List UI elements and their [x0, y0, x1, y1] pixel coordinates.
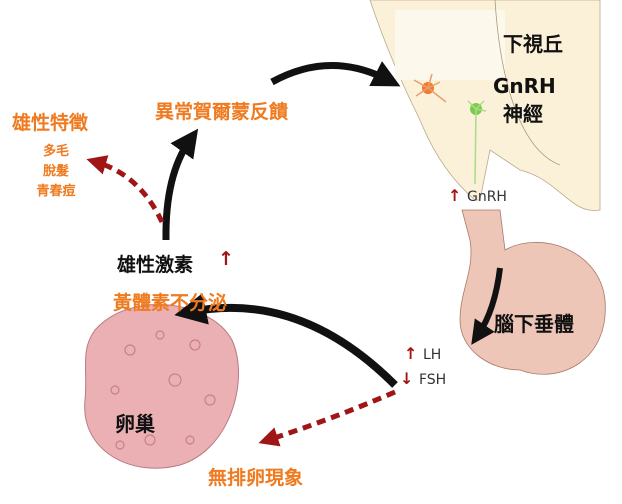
symptom-hirsutism: 多毛 — [42, 144, 69, 159]
label-ovary: 卵巢 — [115, 412, 155, 436]
up-arrow-icon: ↑ — [218, 248, 234, 270]
label-pituitary: 腦下垂體 — [494, 312, 574, 336]
up-arrow-icon: ↑ — [448, 186, 462, 205]
label-gnrh-neuron: GnRH — [493, 74, 556, 98]
label-no-progesterone: 黃體素不分泌 — [113, 292, 228, 314]
ovary-follicles — [110, 330, 216, 450]
orange-neuron-icon — [413, 73, 447, 103]
label-hypothalamus: 下視丘 — [503, 32, 563, 56]
label-androgen: 雄性激素 — [117, 254, 194, 276]
down-arrow-icon: ↓ — [400, 369, 414, 388]
arrow-androgen-to-feedback — [162, 128, 199, 241]
label-lh: LH — [422, 347, 442, 363]
symptom-hair-loss: 脫髮 — [42, 164, 69, 179]
ovary-shape — [84, 304, 239, 469]
arrow-feedback-to-hypothalamus — [270, 61, 401, 87]
arrow-androgen-to-traits — [86, 155, 165, 224]
arrow-pituitary-to-ovary — [174, 293, 398, 388]
label-gnrh-level: GnRH — [466, 189, 507, 205]
arrow-gnrh-to-pituitary — [471, 267, 503, 345]
pituitary-shape — [459, 209, 606, 375]
symptoms-list: 多毛 脫髮 青春痘 — [28, 142, 84, 202]
label-fsh: FSH — [418, 372, 447, 388]
label-male-traits: 雄性特徵 — [12, 112, 89, 134]
label-abnormal-feedback: 異常賀爾蒙反饋 — [155, 101, 289, 123]
label-neuron: 神經 — [503, 102, 543, 126]
symptom-acne: 青春痘 — [36, 184, 76, 199]
label-anovulation: 無排卵現象 — [208, 467, 304, 489]
arrow-fsh-to-anovulation — [258, 389, 396, 447]
up-arrow-icon: ↑ — [404, 344, 418, 363]
brain-texture — [395, 10, 505, 80]
green-neuron-icon — [467, 100, 487, 185]
